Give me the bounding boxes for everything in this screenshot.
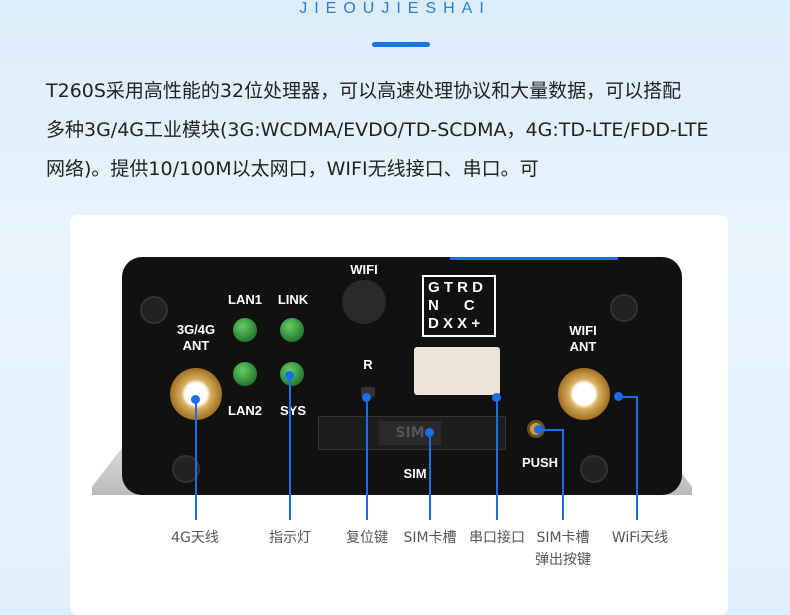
led-link [280,318,304,342]
callout-line [429,433,431,520]
desc-line: 网络)。提供10/100M以太网口，WIFI无线接口、串口。可 [46,158,539,180]
callout-line [496,398,498,520]
screw-icon [580,455,608,483]
label-sim-eject: SIM卡槽 弹出按键 [535,530,591,568]
desc-line: 多种3G/4G工业模块(3G:WCDMA/EVDO/TD-SCDMA，4G:TD… [46,119,709,141]
antenna-connector-wifi [558,368,610,420]
callout-line [366,398,368,520]
callout-line [538,429,564,431]
serial-connector [414,347,500,395]
wifi-label: WIFI [350,262,378,277]
sim-slot-label: SIM [379,421,441,445]
wifi-ant-label: WIFI ANT [569,323,597,354]
callout-line [289,376,291,520]
wifi-button [342,280,386,324]
led-label: LINK [277,292,309,307]
pinout-row: D X X + [428,315,481,332]
callout-line [195,400,197,520]
label-serial: 串口接口 [469,530,525,546]
callout-line [636,396,638,520]
pinout-row: G T R D [428,279,483,296]
label-reset: 复位键 [346,530,388,546]
callout-dot [285,371,294,380]
led-lan1 [233,318,257,342]
led-lan2 [233,362,257,386]
screw-icon [610,294,638,322]
reset-label: R [363,357,373,372]
product-description: T260S采用高性能的32位处理器，可以高速处理协议和大量数据，可以搭配 多种3… [46,72,766,189]
brand-title: JIEOUJIESHAI [299,0,491,17]
sim-slot: SIM [318,416,506,450]
callout-dot [425,428,434,437]
label-4g-antenna: 4G天线 [171,530,219,546]
push-label: PUSH [521,455,559,470]
label-wifi-antenna: WiFi天线 [611,530,669,546]
serial-pinout: G T R D N C D X X + [422,275,496,337]
desc-line: T260S采用高性能的32位处理器，可以高速处理协议和大量数据，可以搭配 [46,80,682,102]
label-indicator: 指示灯 [269,530,311,546]
callout-dot [362,393,371,402]
reset-hole [361,387,375,397]
screw-icon [140,296,168,324]
label-sim-slot: SIM卡槽 [403,530,457,546]
led-label: SYS [279,403,306,418]
panel-accent [450,257,618,260]
callout-line [618,396,638,398]
callout-dot [492,393,501,402]
sim-label: SIM [403,466,427,481]
callout-dot [191,395,200,404]
led-label: LAN1 [228,292,262,307]
led-label: LAN2 [228,403,262,418]
pinout-row: N C [428,297,475,314]
callout-line [562,429,564,520]
ant-label: 3G/4G ANT [176,322,216,353]
title-underline [372,42,430,47]
